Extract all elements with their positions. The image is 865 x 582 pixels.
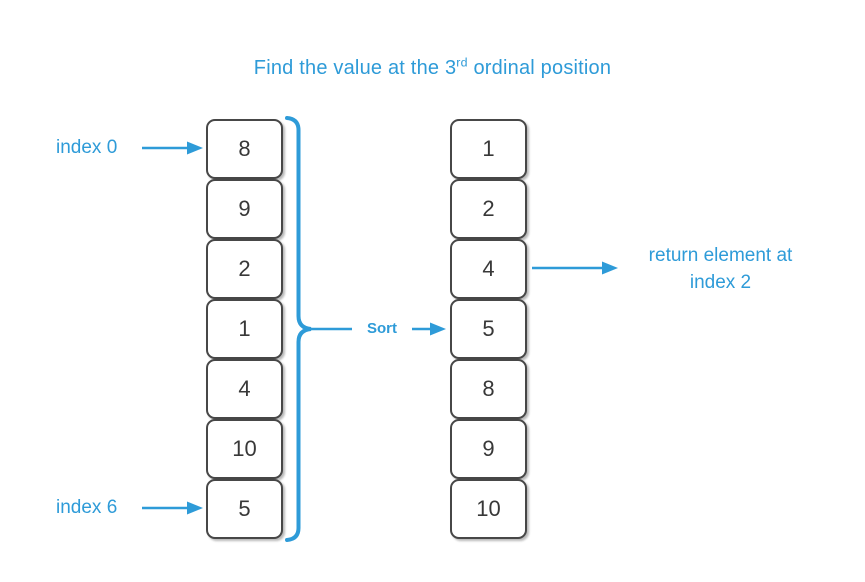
- sorted-cell-4: 8: [450, 359, 527, 419]
- unsorted-cell-3: 1: [206, 299, 283, 359]
- unsorted-cell-0: 8: [206, 119, 283, 179]
- sorted-cell-1: 2: [450, 179, 527, 239]
- unsorted-cell-6: 5: [206, 479, 283, 539]
- return-arrow: [532, 261, 618, 275]
- group-brace: [285, 116, 312, 542]
- return-label-line1: return element at: [648, 245, 793, 266]
- unsorted-array: 8 9 2 1 4 10 5: [206, 119, 283, 539]
- unsorted-cell-2: 2: [206, 239, 283, 299]
- sort-label: Sort: [352, 318, 412, 339]
- index-0-label: index 0: [56, 137, 118, 158]
- index-0-arrow: [142, 141, 203, 155]
- sorted-cell-2: 4: [450, 239, 527, 299]
- index-6-label: index 6: [56, 497, 118, 518]
- title-text-before: Find the value at the 3: [253, 57, 457, 79]
- diagram-title: Find the value at the 3rd ordinal positi…: [0, 55, 865, 80]
- sorted-cell-5: 9: [450, 419, 527, 479]
- sorted-cell-0: 1: [450, 119, 527, 179]
- arrowhead-icon: [187, 141, 203, 155]
- title-text-after: ordinal position: [467, 57, 612, 79]
- index-6-arrow: [142, 501, 203, 515]
- return-label-line2: index 2: [689, 272, 752, 293]
- unsorted-cell-5: 10: [206, 419, 283, 479]
- arrowhead-icon: [187, 501, 203, 515]
- arrowhead-icon: [430, 322, 446, 336]
- sorted-cell-3: 5: [450, 299, 527, 359]
- sorted-array: 1 2 4 5 8 9 10: [450, 119, 527, 539]
- unsorted-cell-1: 9: [206, 179, 283, 239]
- unsorted-cell-4: 4: [206, 359, 283, 419]
- sorted-cell-6: 10: [450, 479, 527, 539]
- return-label: return element at index 2: [618, 242, 823, 296]
- title-superscript: rd: [456, 55, 468, 70]
- arrowhead-icon: [602, 261, 618, 275]
